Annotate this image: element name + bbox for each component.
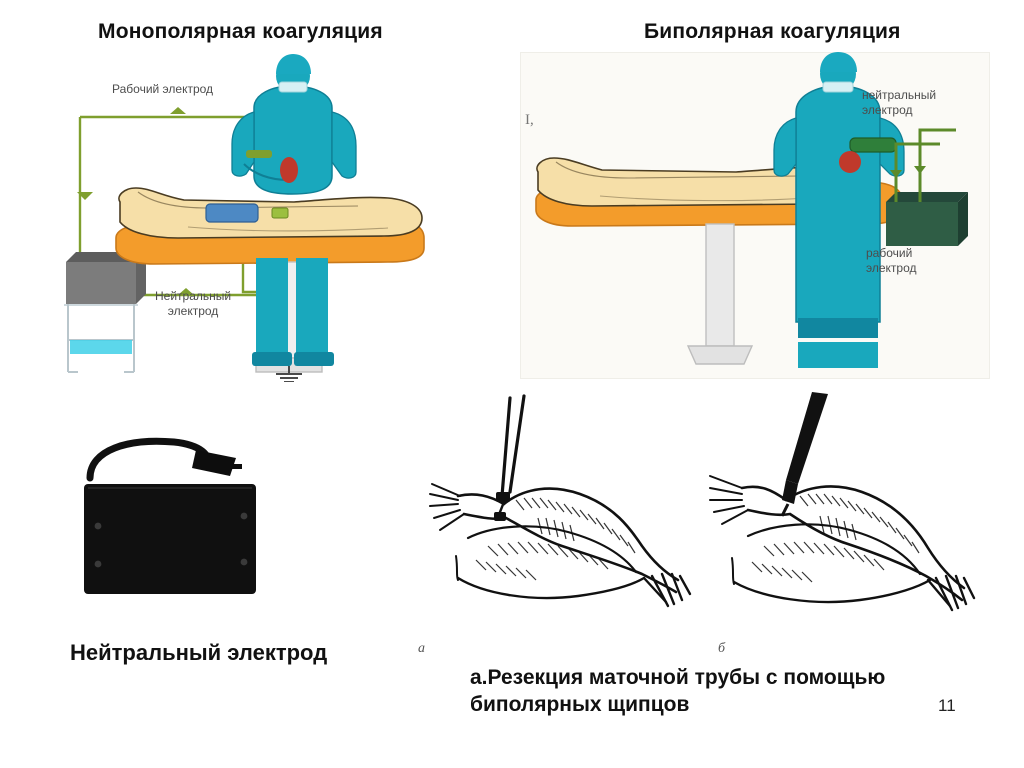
surgeon-figure	[773, 52, 905, 368]
cable-direction-arrows	[890, 166, 926, 178]
instrument-handle	[280, 157, 298, 183]
figure-letter-b: б	[718, 641, 726, 656]
bipolar-coagulation-diagram	[520, 52, 988, 382]
procedure-caption: а.Резекция маточной трубы с помощью бипо…	[470, 666, 886, 717]
figure-letter-a: а	[418, 641, 425, 656]
electrode-plug	[192, 450, 242, 476]
tube-resection-drawing-b	[708, 388, 998, 633]
page-number: 11	[938, 696, 956, 715]
electrosurgical-generator	[66, 252, 146, 304]
active-electrode-tip	[246, 150, 272, 158]
neutral-electrode-pad-on-patient	[271, 207, 289, 219]
bipolar-forceps-instrument	[780, 392, 828, 517]
bipolar-title: Биполярная коагуляция	[644, 20, 901, 43]
generator-cart	[64, 304, 138, 373]
generator-cables	[894, 128, 956, 202]
bipolar-forceps-instrument	[500, 394, 526, 498]
fimbria-left	[709, 475, 749, 525]
surgical-drape	[205, 203, 259, 223]
monopolar-neutral-electrode-label: Нейтральный электрод	[155, 289, 232, 318]
bipolar-working-electrode-label: рабочий электрод	[866, 246, 917, 275]
electrode-plate-studs	[94, 512, 248, 568]
patient-figure	[118, 187, 423, 239]
neutral-electrode-caption: Нейтральный электрод	[70, 640, 328, 665]
fimbria-right	[642, 572, 692, 608]
fimbria-right	[926, 574, 976, 612]
surgeon-figure	[231, 54, 357, 366]
neutral-electrode-photo	[68, 428, 348, 623]
monopolar-title: Монополярная коагуляция	[98, 20, 383, 43]
electrode-cable	[86, 437, 212, 482]
fimbria-left	[429, 483, 465, 531]
instrument-handle	[839, 151, 861, 173]
monopolar-coagulation-diagram	[58, 52, 478, 387]
scan-artifact-mark: I,	[525, 112, 534, 128]
tube-resection-drawing-a	[428, 388, 708, 633]
ink-hatching	[475, 497, 636, 581]
bipolar-neutral-electrode-label: нейтральный электрод	[862, 88, 937, 117]
monopolar-working-electrode-label: Рабочий электрод	[112, 82, 214, 96]
electrode-plate	[84, 484, 256, 594]
ink-hatching	[751, 493, 920, 583]
bipolar-forceps	[849, 137, 897, 153]
surgical-mask	[278, 81, 308, 93]
surgical-mask	[822, 81, 854, 93]
bipolar-generator	[886, 192, 968, 246]
